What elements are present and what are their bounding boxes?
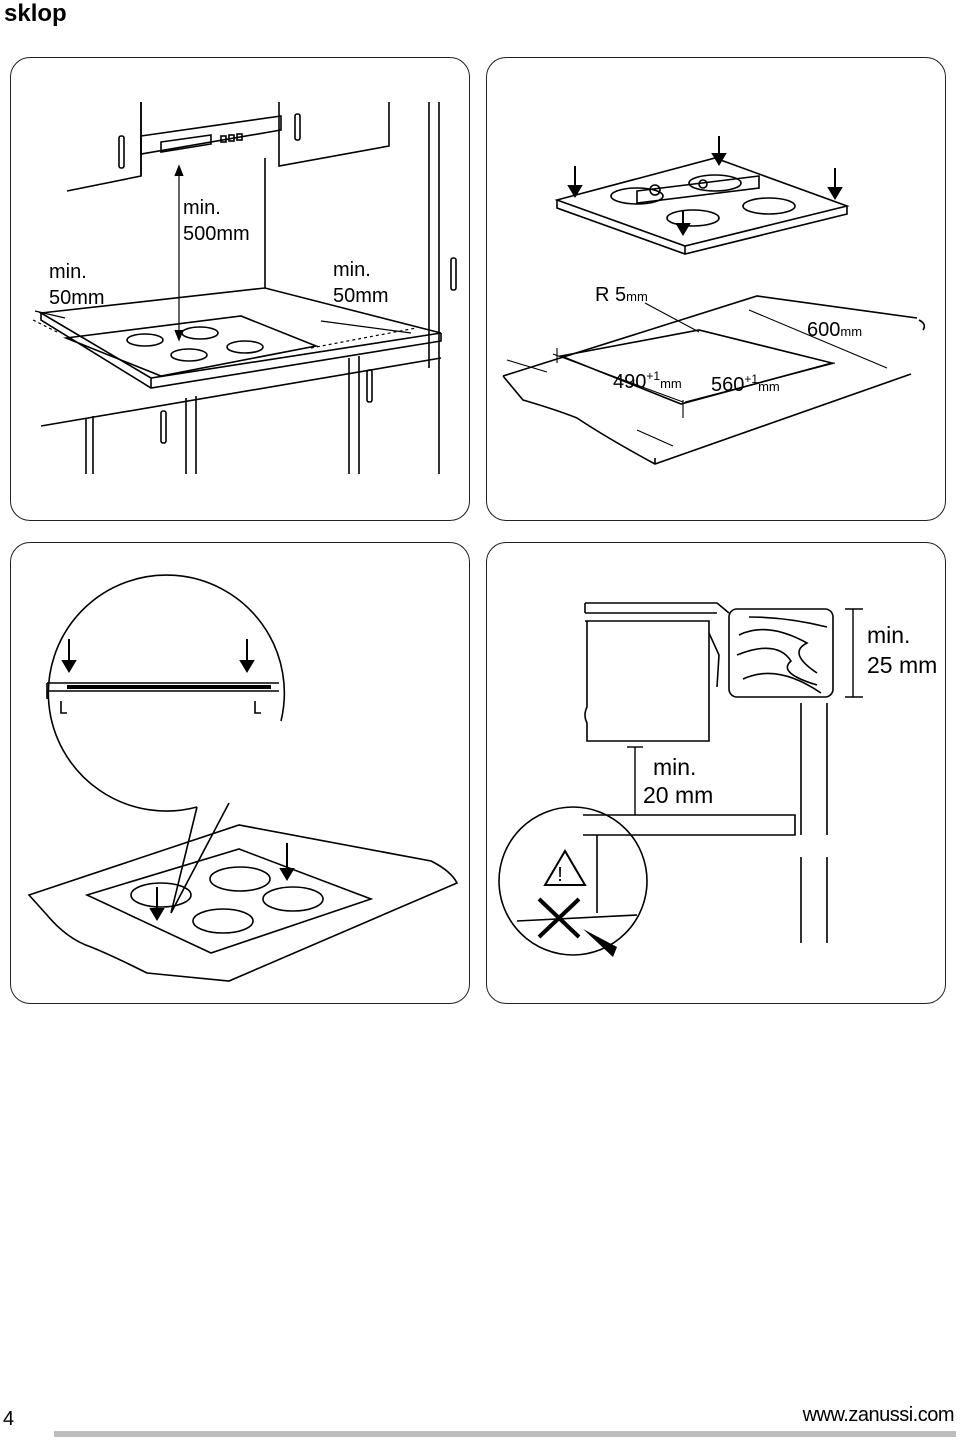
hood-clearance-label-1: min. xyxy=(183,197,221,219)
edge-value: 600mm xyxy=(807,319,862,341)
hob-placement-illustration xyxy=(27,574,459,982)
worktop-section-illustration: ! min. 25 mm min. 20 mm xyxy=(498,602,937,957)
bottom-clearance-label-1: min. xyxy=(653,754,696,780)
panel-cutout-dimensions: R 5mm 490+1mm 560+1mm 600mm xyxy=(486,57,946,521)
depth-value: 490+1mm xyxy=(613,369,682,393)
panel-clearances: min. 500mm min. 50mm min. 50mm xyxy=(10,57,470,521)
page-title: sklop xyxy=(4,0,67,27)
bottom-clearance-label-2: 20 mm xyxy=(643,782,713,808)
width-value: 560+1mm xyxy=(711,372,780,396)
website-link[interactable]: www.zanussi.com xyxy=(802,1404,955,1426)
left-clearance-label-2: 50mm xyxy=(49,287,105,309)
cutout-dimension-illustration: R 5mm 490+1mm 560+1mm 600mm xyxy=(502,136,926,465)
panel-hob-placement xyxy=(10,542,470,1004)
top-clearance-label-1: min. xyxy=(867,622,910,648)
hood-clearance-label-2: 500mm xyxy=(183,223,250,245)
kitchen-clearance-illustration: min. 500mm min. 50mm min. 50mm xyxy=(32,102,457,474)
top-clearance-label-2: 25 mm xyxy=(867,652,937,678)
panel-worktop-clearance: ! min. 25 mm min. 20 mm xyxy=(486,542,946,1004)
radius-value: R 5mm xyxy=(595,284,648,306)
footer-bar xyxy=(54,1431,956,1437)
page-number: 4 xyxy=(3,1408,15,1430)
right-clearance-label-2: 50mm xyxy=(333,285,389,307)
warning-icon: ! xyxy=(557,864,563,886)
left-clearance-label-1: min. xyxy=(49,261,87,283)
right-clearance-label-1: min. xyxy=(333,259,371,281)
